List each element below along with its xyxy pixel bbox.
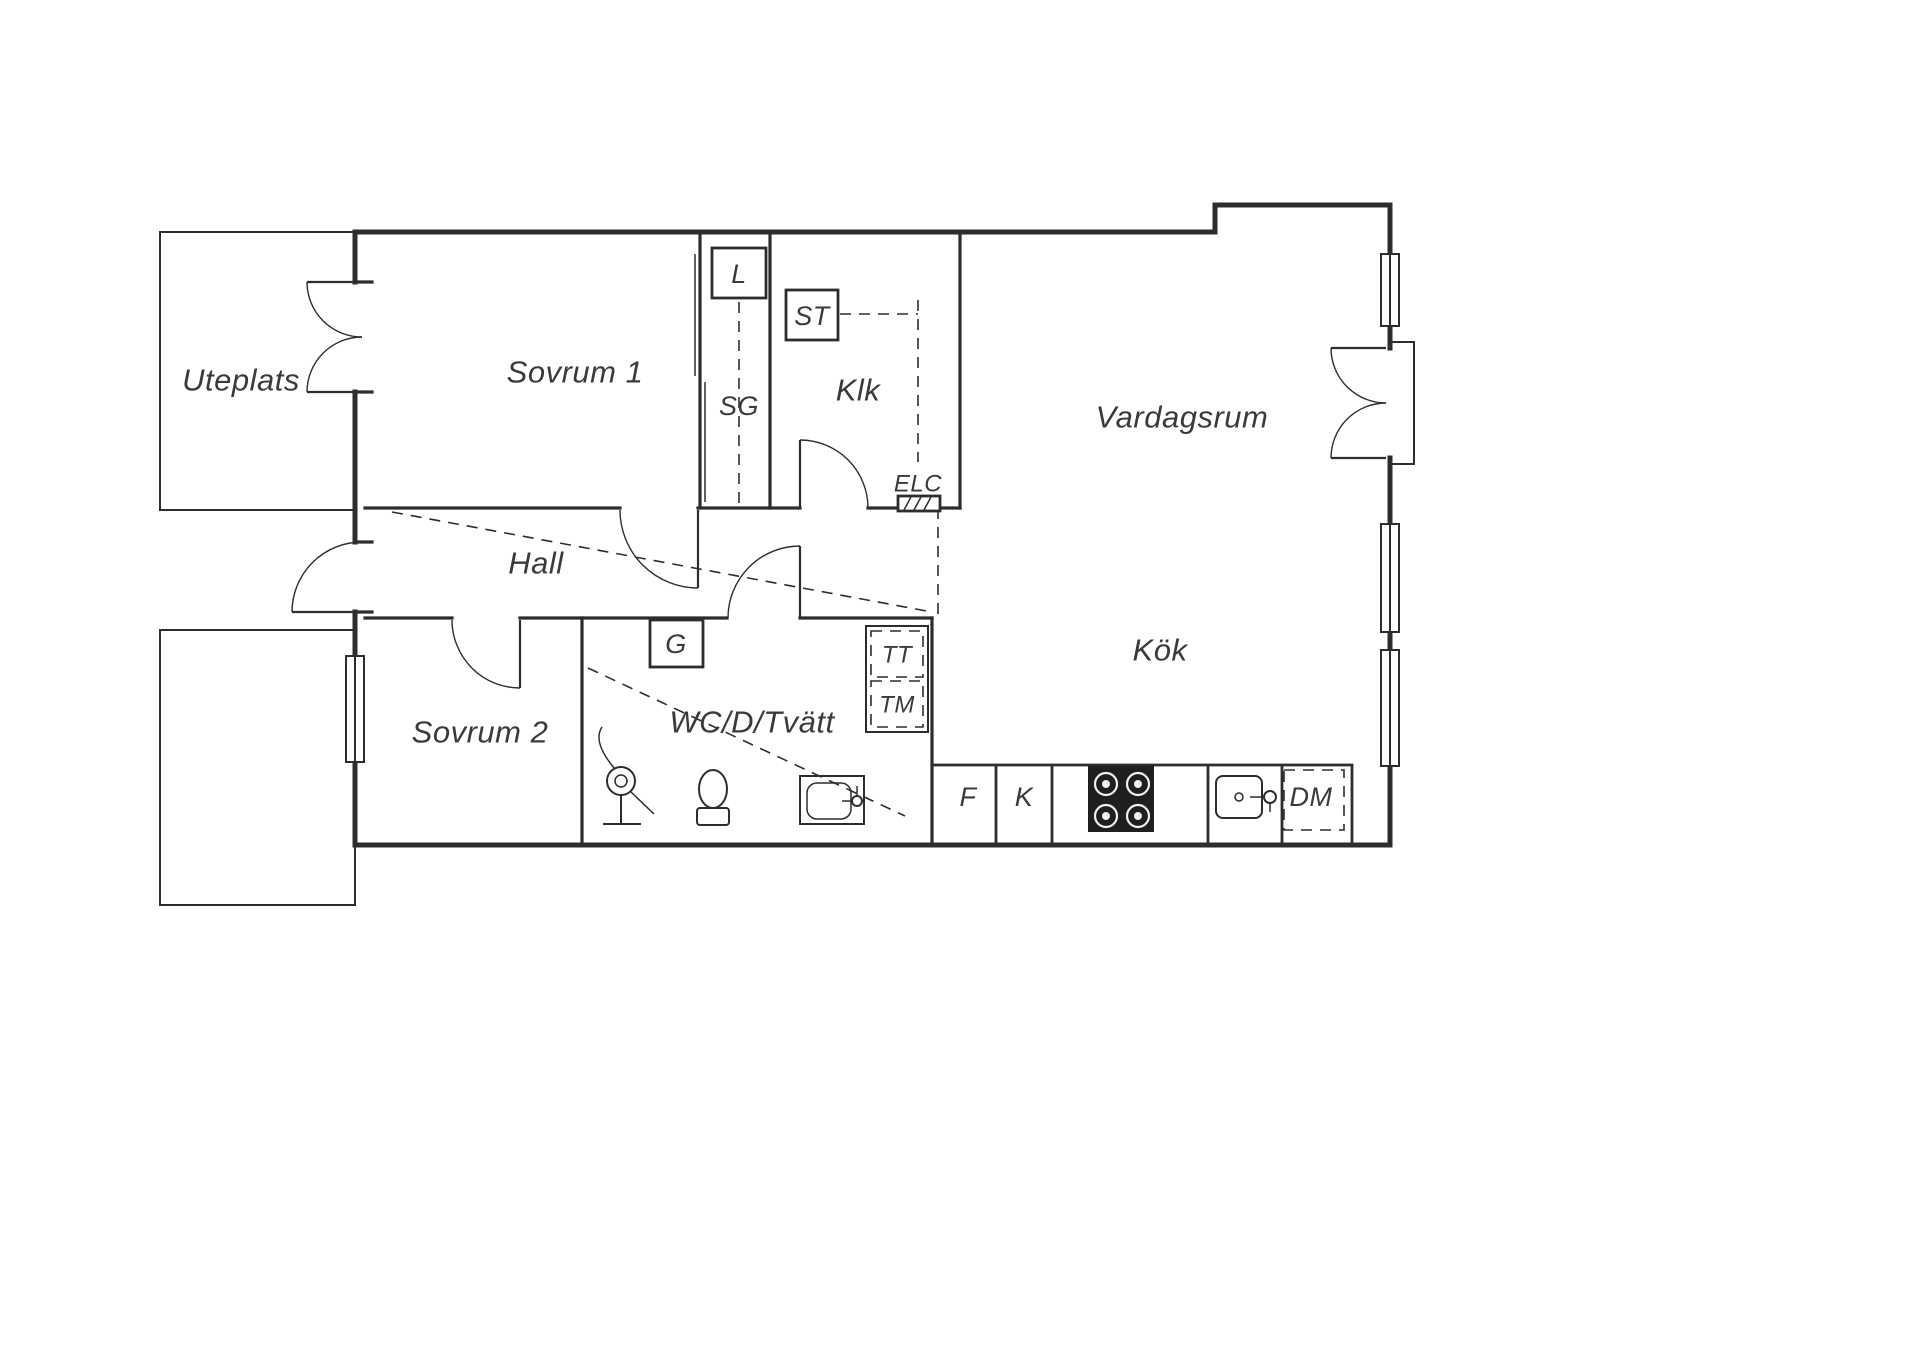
balcony-ledge [1391,341,1415,465]
windows [345,253,1400,767]
outer-walls [352,202,1393,848]
wc-ceiling-line [587,667,906,817]
klk-shelving [840,300,919,462]
klk-door-arc [799,439,869,509]
label-st-closet: ST [794,301,832,331]
sliding-door-track [694,254,706,502]
label-linen-closet: L [731,259,747,289]
uteplats-door-bottom-arc [306,336,363,393]
toilet-icon [696,769,730,826]
room-label-sovrum1: Sovrum 1 [507,355,644,390]
kitchen-sink-icon [1215,775,1277,819]
door-jambs-left [353,280,374,614]
stove-icon [1088,766,1154,832]
room-label-sovrum2: Sovrum 2 [412,715,549,750]
tm-dashed-box [870,680,924,728]
washbasin-icon [799,775,865,825]
elc-meter-box [896,494,942,513]
wc-door-arc [727,545,801,619]
shower-icon [598,726,655,825]
lower-patio-outline [159,629,356,906]
balcony-door-bottom-arc [1330,402,1387,459]
dashed-guides [391,300,1345,831]
sovrum2-door-arc [451,619,521,689]
bathroom-fixtures [598,726,865,826]
label-dishwasher: DM [1290,782,1333,812]
st-closet-box [784,288,840,342]
closet-boxes [648,246,942,733]
uteplats-door-top-arc [306,281,363,338]
label-washing-machine: TM [879,692,915,719]
tt-dashed-box [870,630,924,678]
label-sg-wardrobe: SG [719,391,759,421]
label-tumble-dryer: TT [882,642,914,669]
room-label-vardagsrum: Vardagsrum [1096,400,1269,435]
label-freezer: K [1015,782,1034,812]
label-fridge: F [960,782,978,812]
kitchen-counter [930,763,1354,845]
linen-closet-box [710,246,768,300]
elc-hatch [903,496,932,511]
entrance-door-arc [291,541,363,613]
patio-outlines [159,231,1415,906]
room-label-kok: Kök [1133,633,1189,668]
dm-dashed-box [1283,769,1345,831]
label-g-closet: G [665,629,687,659]
balcony-door-top-arc [1330,347,1387,404]
label-elc: ELC [894,471,942,498]
interior-walls [363,230,962,847]
wall-top [352,202,1393,235]
room-label-wc: WC/D/Tvätt [669,705,835,740]
room-labels: Uteplats Sovrum 1 L SG ST Klk ELC Vardag… [182,259,1332,812]
room-label-hall: Hall [508,546,564,581]
hall-ceiling-line [391,511,933,613]
uteplats-outline [159,231,356,511]
g-closet-box [648,618,705,669]
doors [291,280,1387,689]
kitchen-fixtures [930,763,1354,845]
sovrum1-door-arc [619,509,699,589]
room-label-klk: Klk [836,373,882,408]
room-label-uteplats: Uteplats [182,363,300,398]
laundry-column-box [865,625,929,733]
